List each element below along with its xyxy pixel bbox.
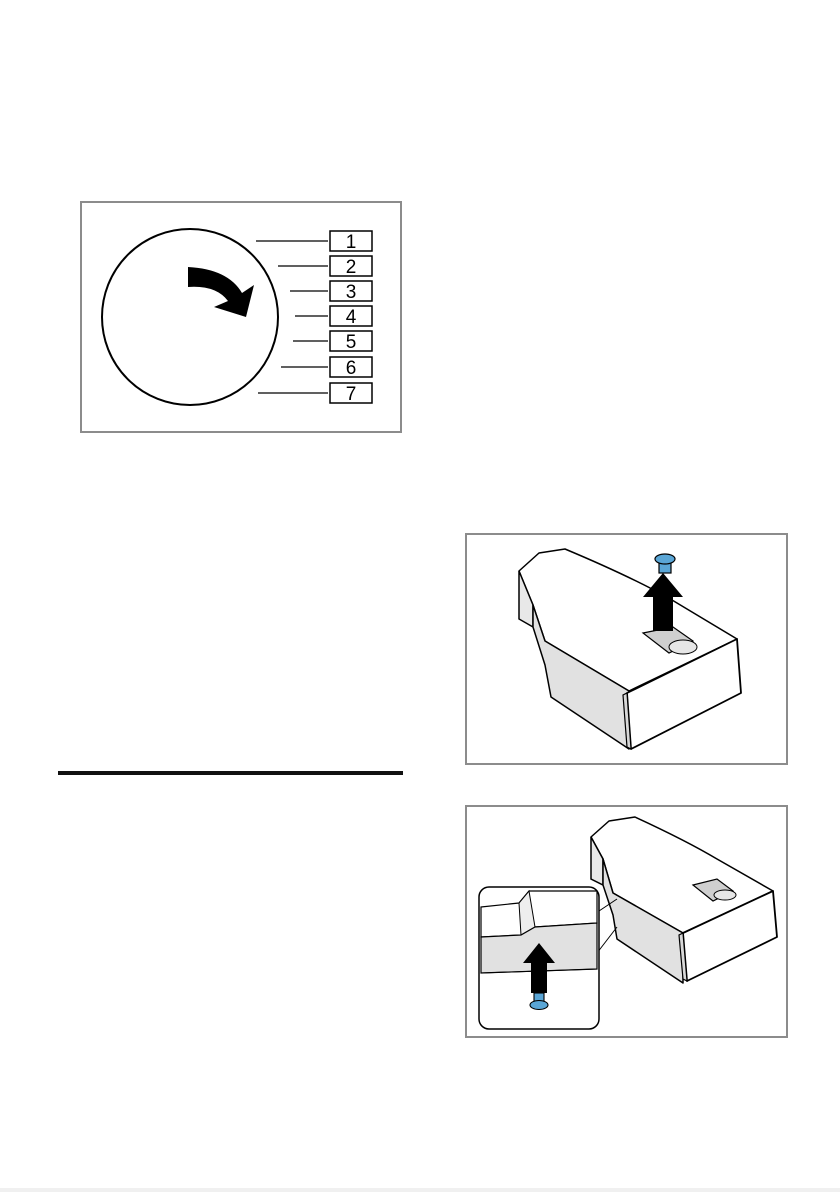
dial-setting-figure: 1 2 3 4 5 6 7	[80, 201, 402, 433]
page-footer-strip	[0, 1188, 840, 1192]
drawer-illustration-1	[467, 535, 790, 767]
section-divider	[58, 771, 403, 775]
level-label-6: 6	[346, 358, 357, 379]
level-label-4: 4	[346, 307, 357, 328]
drawer-illustration-2	[467, 807, 790, 1040]
drawer-insert-stopper-figure	[465, 805, 788, 1038]
drawer-remove-stopper-figure	[465, 533, 788, 765]
level-label-1: 1	[346, 232, 357, 253]
level-label-2: 2	[346, 257, 357, 278]
level-label-5: 5	[346, 332, 357, 353]
stopper-part-icon	[655, 554, 675, 573]
detail-inset	[479, 887, 599, 1029]
level-label-7: 7	[346, 384, 357, 405]
level-label-3: 3	[346, 282, 357, 303]
dial-illustration: 1 2 3 4 5 6 7	[82, 203, 404, 435]
dial-circle	[102, 229, 278, 405]
